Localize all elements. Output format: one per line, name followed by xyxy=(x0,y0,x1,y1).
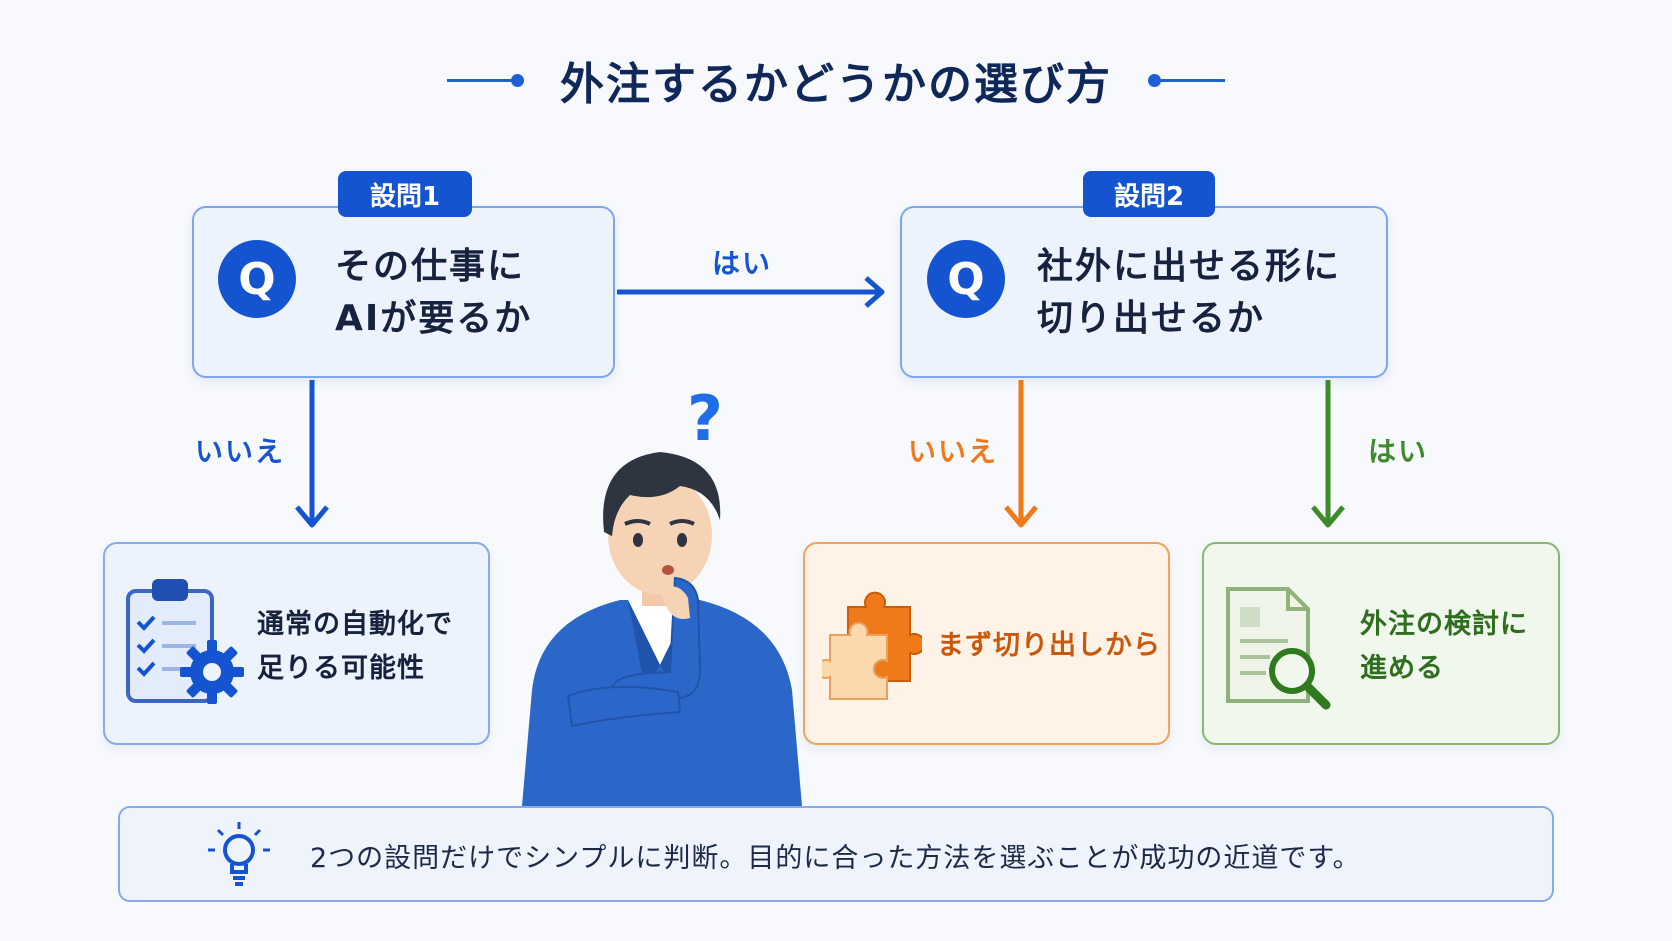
arrow-q2-yes xyxy=(1311,380,1345,528)
title-decoration-right xyxy=(1148,73,1225,87)
question2-text: 社外に出せる形に 切り出せるか xyxy=(1037,246,1342,339)
question1-text: その仕事に AIが要るか xyxy=(335,246,533,339)
lightbulb-icon xyxy=(208,822,270,886)
question1-q-icon: Q xyxy=(218,240,296,318)
arrow-q2-no xyxy=(1004,380,1038,528)
puzzle-icon xyxy=(822,591,922,700)
document-search-icon xyxy=(1226,587,1331,710)
question2-badge: 設問2 xyxy=(1083,171,1215,217)
title-decoration-left xyxy=(447,73,524,87)
arrow-q1-no xyxy=(295,380,329,528)
arrow-q1-yes xyxy=(617,276,885,308)
label-q2-yes: はい xyxy=(1368,435,1429,468)
outcome-automation-text: 通常の自動化で 足りる可能性 xyxy=(257,609,453,684)
question2-q-icon: Q xyxy=(927,240,1005,318)
label-q1-yes: はい xyxy=(712,247,773,280)
footer-tip-text: 2つの設問だけでシンプルに判断。目的に合った方法を選ぶことが成功の近道です。 xyxy=(310,843,1361,874)
footer-tip-box xyxy=(118,806,1554,902)
title-bar: 外注するかどうかの選び方 xyxy=(0,40,1672,120)
label-q1-no: いいえ xyxy=(195,435,286,468)
thinking-person-illustration xyxy=(522,452,802,806)
outcome-cutout-text: まず切り出しから xyxy=(937,630,1161,661)
question-mark: ? xyxy=(687,382,723,455)
page-title: 外注するかどうかの選び方 xyxy=(560,59,1112,110)
question1-badge: 設問1 xyxy=(338,171,472,217)
clipboard-gear-icon xyxy=(126,579,244,704)
outcome-outsource-text: 外注の検討に 進める xyxy=(1360,609,1528,684)
label-q2-no: いいえ xyxy=(908,435,999,468)
